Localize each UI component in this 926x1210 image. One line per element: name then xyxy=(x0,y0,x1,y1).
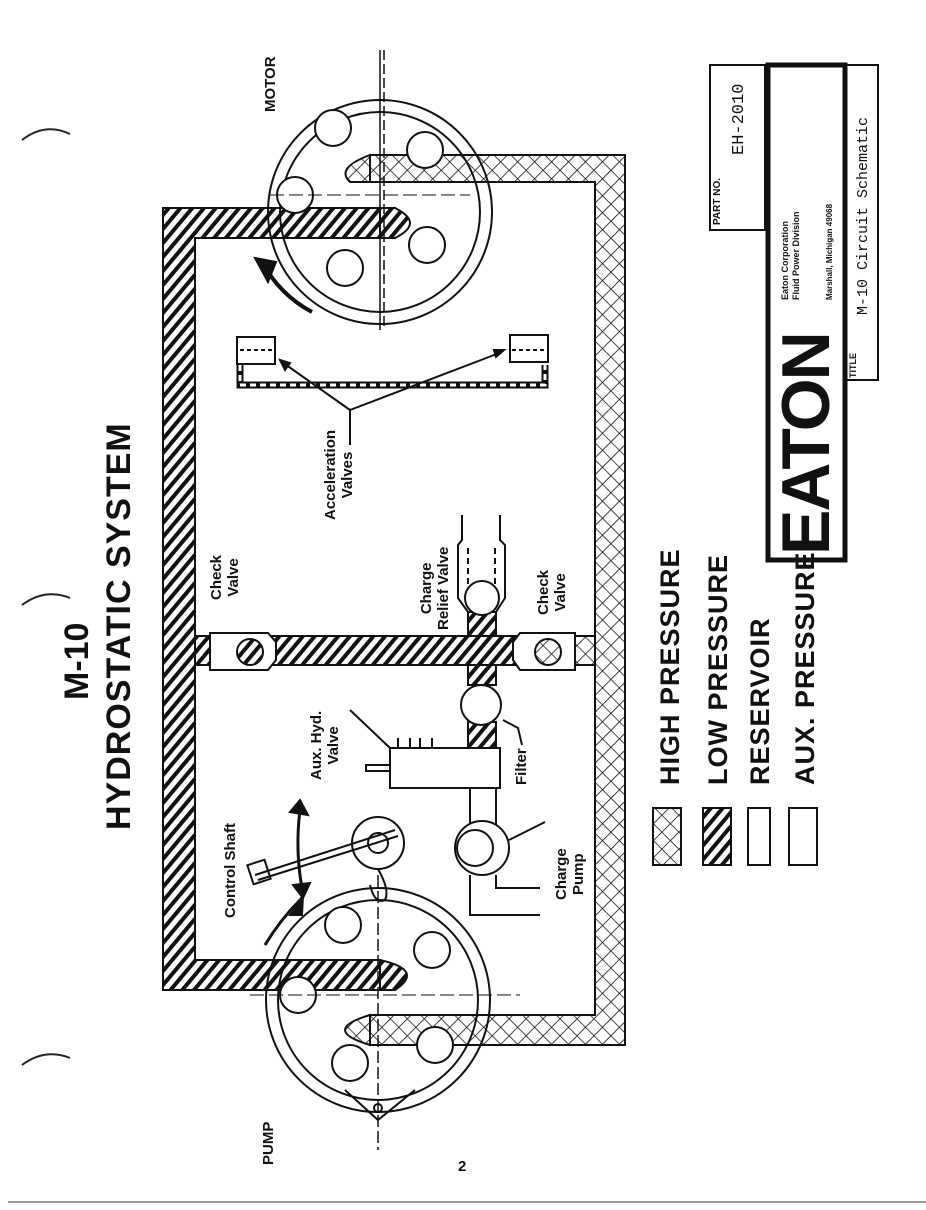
aux-hyd-valve xyxy=(349,709,501,825)
title-label: TITLE xyxy=(848,353,858,378)
control-shaft xyxy=(246,798,405,902)
part-no-value: EH-2010 xyxy=(730,83,749,155)
doc-title-system: HYDROSTATIC SYSTEM xyxy=(100,422,138,830)
motor-diagram xyxy=(253,50,493,330)
drawing-title: M-10 Circuit Schematic xyxy=(855,116,872,315)
filter-label: Filter xyxy=(513,748,530,785)
charge-relief-valve-label: Charge Relief Valve xyxy=(418,546,452,630)
charge-pump-label: Charge Pump xyxy=(553,848,587,900)
title-block-frame xyxy=(709,62,879,563)
charge-pump xyxy=(454,820,546,916)
check-valve-right-label: Check Valve xyxy=(535,569,569,615)
page-number: 2 xyxy=(458,1158,467,1175)
filter-element xyxy=(460,684,523,746)
motor-label: MOTOR xyxy=(262,56,279,112)
pump-diagram xyxy=(250,875,520,1150)
acceleration-valves xyxy=(236,334,549,445)
part-no-label: PART NO. xyxy=(712,177,723,225)
legend-high-pressure: HIGH PRESSURE xyxy=(655,548,685,785)
company-name: Eaton Corporation Fluid Power Division xyxy=(780,211,801,300)
charge-relief-valve xyxy=(457,515,506,616)
company-address: Marshall, Michigan 49068 xyxy=(825,203,834,300)
eaton-logo: EATON xyxy=(768,333,844,555)
pump-label: PUMP xyxy=(260,1121,277,1165)
check-valve-left-label: Check Valve xyxy=(208,554,242,600)
check-valves xyxy=(209,632,576,671)
binder-marks xyxy=(21,128,71,1066)
legend-reservoir: RESERVOIR xyxy=(745,617,775,785)
acceleration-valves-label: Acceleration Valves xyxy=(322,429,356,520)
legend-swatches xyxy=(652,807,818,866)
doc-title-model: M-10 xyxy=(58,622,96,700)
aux-hyd-valve-label: Aux. Hyd. Valve xyxy=(308,710,342,780)
legend-aux-pressure: AUX. PRESSURE xyxy=(790,551,820,785)
legend-low-pressure: LOW PRESSURE xyxy=(703,553,733,785)
control-shaft-label: Control Shaft xyxy=(222,823,239,918)
